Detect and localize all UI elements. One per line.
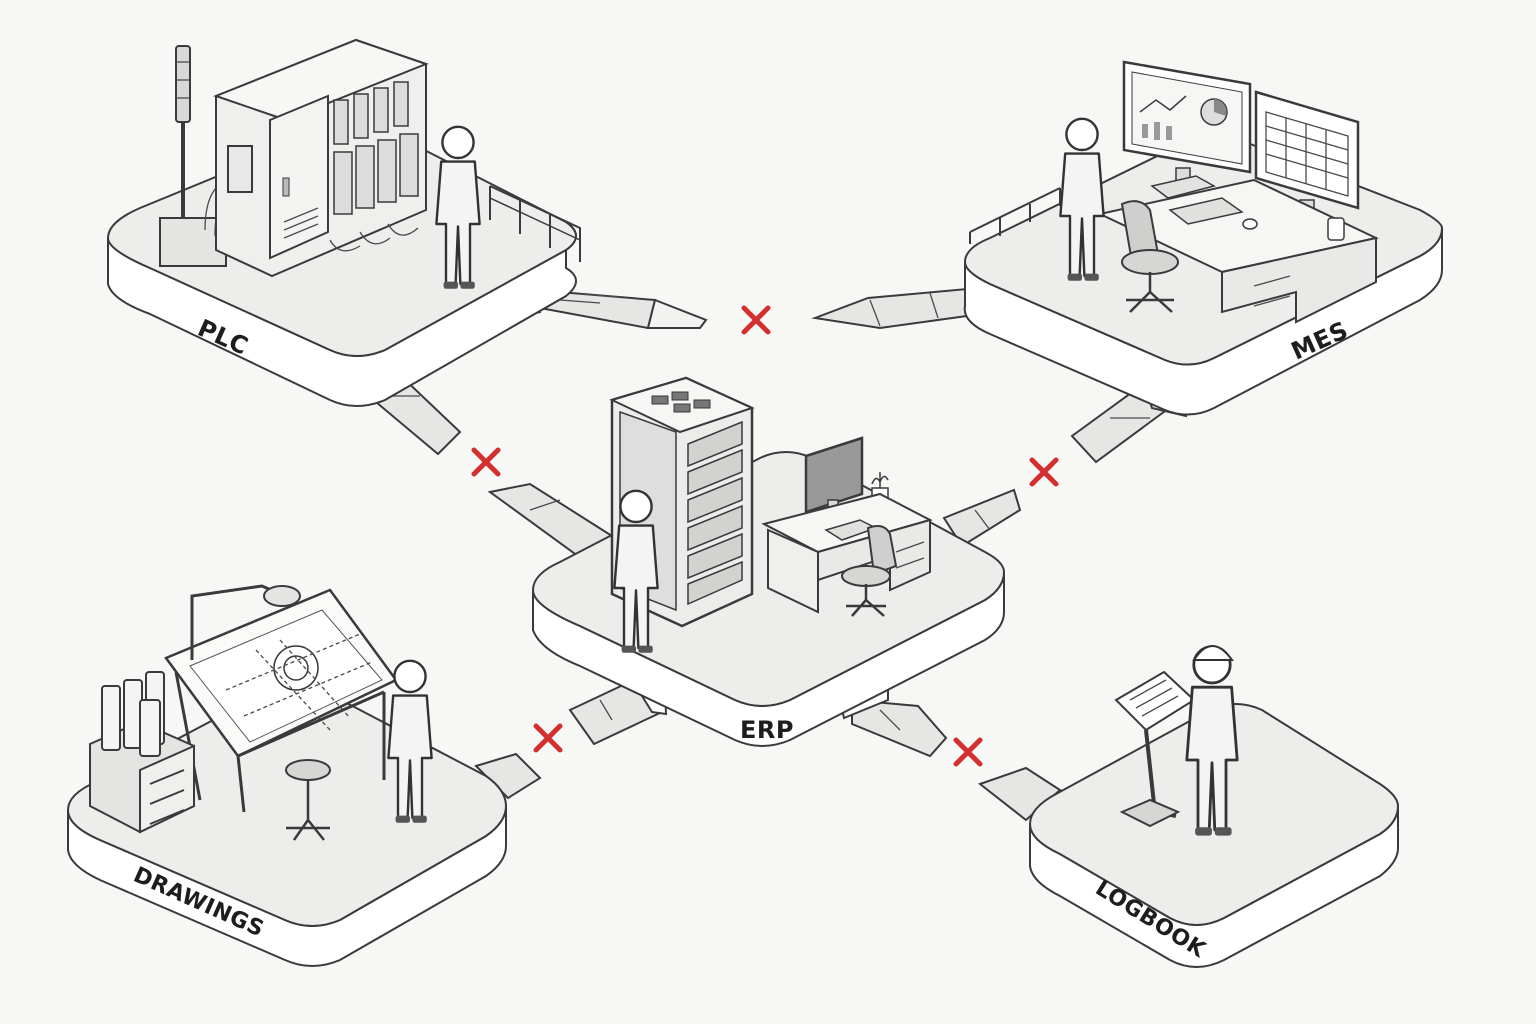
drafting-table-icon	[164, 584, 398, 813]
monitor-icon	[1122, 60, 1252, 199]
x-mark-icon	[741, 305, 771, 335]
x-mark-icon	[953, 737, 983, 767]
office-chair	[841, 525, 898, 617]
desk	[1096, 178, 1380, 324]
control-cabinet-icon	[213, 38, 429, 278]
railing	[489, 185, 581, 262]
blueprint-rolls	[89, 671, 195, 834]
node-label-erp: ERP	[740, 716, 794, 744]
person-icon	[1185, 645, 1239, 837]
railing	[969, 187, 1061, 244]
office-chair	[1120, 200, 1179, 313]
monitor-icon	[1254, 90, 1360, 221]
x-mark-icon	[471, 447, 501, 477]
x-mark-icon	[533, 723, 563, 753]
x-mark-icon	[1029, 457, 1059, 487]
stool	[285, 759, 331, 841]
